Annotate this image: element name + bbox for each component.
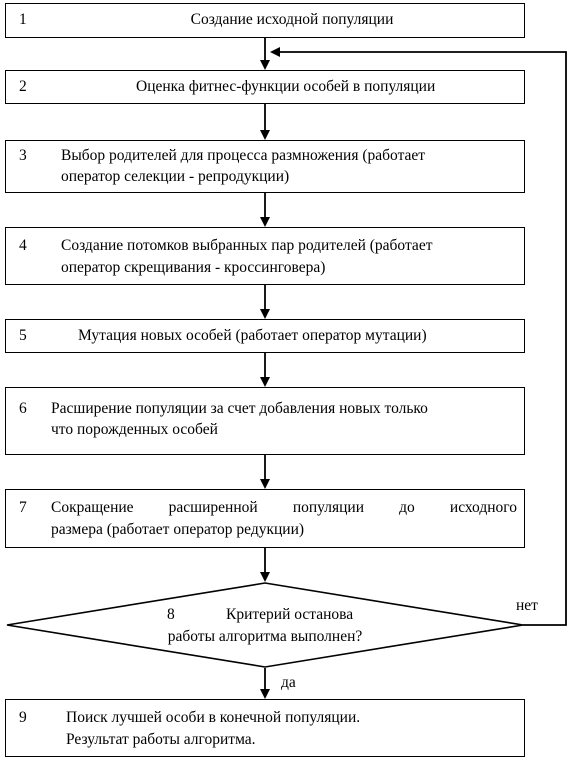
step-1-box: 1 Создание исходной популяции <box>5 3 525 38</box>
step-2-box: 2 Оценка фитнес-функции особей в популяц… <box>5 70 525 104</box>
step-3-text-line1: Выбор родителей для процесса размножения… <box>61 147 426 164</box>
step-7-number: 7 <box>19 499 27 516</box>
step-9-box: 9 Поиск лучшей особи в конечной популяци… <box>5 699 525 757</box>
step-4-text-line2: оператор скрещивания - кроссинговера) <box>61 259 326 276</box>
step-5-number: 5 <box>19 327 27 344</box>
step-2-text: Оценка фитнес-функции особей в популяции <box>136 78 436 95</box>
decision-text-line2: работы алгоритма выполнен? <box>167 628 363 645</box>
step-6-box: 6 Расширение популяции за счет добавлени… <box>5 387 525 455</box>
decision-diamond <box>6 582 524 668</box>
step-7-box: 7 Сокращение расширенной популяции до ис… <box>5 489 525 548</box>
step-6-number: 6 <box>19 400 27 417</box>
label-no: нет <box>516 597 538 614</box>
step-4-box: 4 Создание потомков выбранных пар родите… <box>5 227 525 285</box>
decision-number: 8 <box>167 606 175 623</box>
step-9-text-line2: Результат работы алгоритма. <box>66 731 256 748</box>
step-1-text: Создание исходной популяции <box>190 11 394 28</box>
step-5-text: Мутация новых особей (работает оператор … <box>78 327 427 344</box>
decision-text-line1: Критерий останова <box>226 606 354 623</box>
step-9-number: 9 <box>19 709 27 726</box>
step-3-box: 3 Выбор родителей для процесса размножен… <box>5 140 525 193</box>
step-5-box: 5 Мутация новых особей (работает операто… <box>5 319 525 353</box>
label-yes: да <box>281 674 296 691</box>
step-1-number: 1 <box>19 11 27 28</box>
step-7-text-line2: размера (работает оператор редукции) <box>51 521 305 538</box>
loop-back-line <box>270 47 567 626</box>
step-4-text-line1: Создание потомков выбранных пар родителе… <box>61 237 433 254</box>
step-6-text-line2: что порожденных особей <box>51 421 218 438</box>
step-2-number: 2 <box>19 78 27 95</box>
step-4-number: 4 <box>19 237 27 254</box>
step-3-number: 3 <box>19 147 27 164</box>
step-9-text-line1: Поиск лучшей особи в конечной популяции. <box>66 709 361 726</box>
step-6-text-line1: Расширение популяции за счет добавления … <box>51 400 428 417</box>
step-3-text-line2: оператор селекции - репродукции) <box>61 168 290 185</box>
step-7-text-line1: Сокращение расширенной популяции до исхо… <box>51 499 517 516</box>
